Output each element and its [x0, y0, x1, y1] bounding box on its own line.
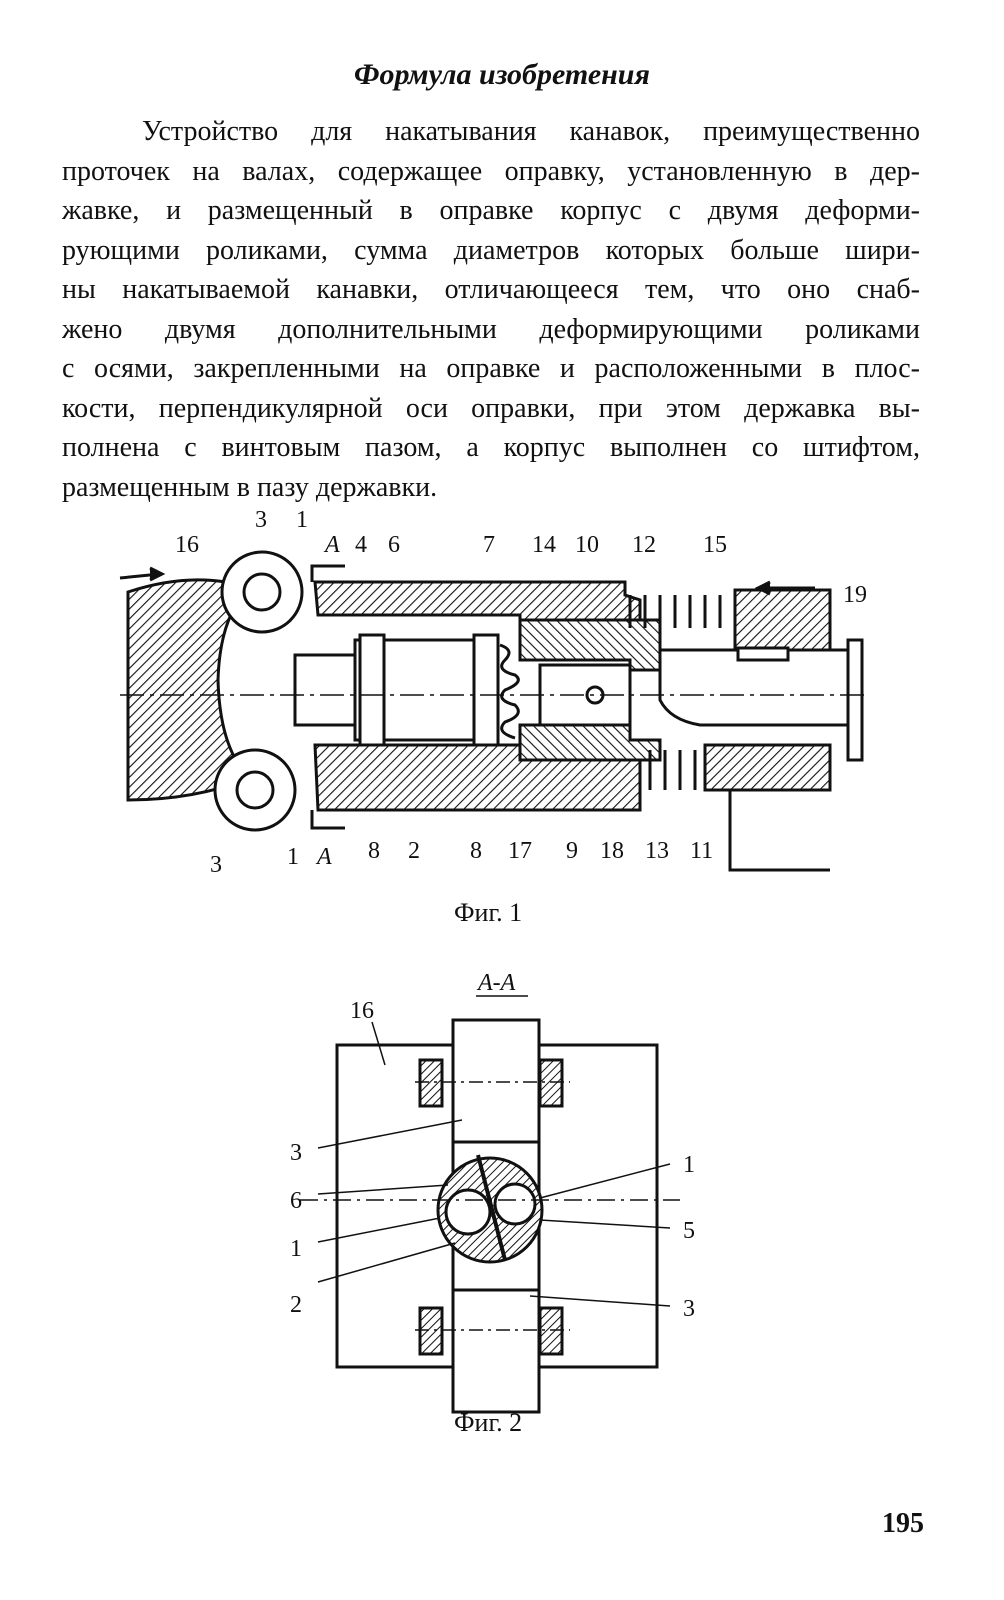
fig1-label: 15 [703, 532, 727, 558]
fig1-label: 9 [566, 838, 578, 864]
figure-2-caption: Фиг. 2 [454, 1408, 523, 1437]
fig1-label: 17 [508, 838, 532, 864]
fig1-label: 7 [483, 532, 495, 558]
fig1-label: 14 [532, 532, 556, 558]
fig2-section-title: А-А [476, 970, 516, 996]
fig1-label: 3 [210, 852, 222, 878]
paragraph-line: рующими роликами, сумма диаметров которы… [62, 234, 920, 266]
fig1-label: 2 [408, 838, 420, 864]
fig1-label: 3 [255, 507, 267, 533]
fig1-label: 13 [645, 838, 669, 864]
fig2-label: 5 [683, 1218, 695, 1244]
paragraph-line: размещенным в пазу державки. [62, 471, 438, 503]
fig2-label: 1 [290, 1236, 302, 1262]
fig2-label: 3 [683, 1296, 695, 1322]
fig2-label: 1 [683, 1152, 695, 1178]
fig2-label: 2 [290, 1292, 302, 1318]
paragraph-line: ны накатываемой канавки, отличающееся те… [62, 274, 920, 305]
paragraph-line: жено двумя дополнительными деформирующим… [62, 313, 920, 345]
fig1-label: 19 [843, 582, 867, 608]
figure-2-drawing: А-А 16 3 6 1 2 1 5 3 [290, 970, 695, 1414]
fig1-label: 8 [368, 838, 380, 864]
page-number: 195 [882, 1508, 924, 1539]
figure-1-drawing: 16 3 1 А 4 6 7 14 10 12 15 19 3 1 А 8 2 … [119, 507, 870, 878]
paragraph-line: жавке, и размещенный в оправке корпус с … [62, 195, 920, 226]
claim-paragraph: Устройство для накатывания канавок, преи… [62, 112, 920, 507]
paragraph-line: проточек на валах, содержащее оправку, у… [62, 155, 920, 187]
fig2-label: 6 [290, 1188, 302, 1214]
fig1-label: 8 [470, 838, 482, 864]
paragraph-line: кости, перпендикулярной оси оправки, при… [62, 392, 920, 424]
paragraph-line: Устройство для накатывания канавок, преи… [142, 116, 920, 147]
fig1-label: 10 [575, 532, 599, 558]
fig1-label: 4 [355, 532, 367, 558]
fig1-label: 1 [287, 844, 299, 870]
figure-1-caption: Фиг. 1 [454, 898, 523, 927]
fig1-label: 18 [600, 838, 624, 864]
fig2-label: 3 [290, 1140, 302, 1166]
fig1-label: А [323, 532, 340, 558]
fig1-label: А [315, 844, 332, 870]
fig1-label: 12 [632, 532, 656, 558]
section-heading: Формула изобретения [354, 58, 650, 91]
fig1-label: 11 [690, 838, 713, 864]
fig2-label: 16 [350, 998, 374, 1024]
paragraph-line: полнена с винтовым пазом, а корпус выпол… [62, 432, 920, 463]
fig1-label: 6 [388, 532, 400, 558]
paragraph-line: с осями, закрепленными на оправке и расп… [62, 353, 920, 384]
fig1-label: 1 [296, 507, 308, 533]
fig1-label: 16 [175, 532, 199, 558]
